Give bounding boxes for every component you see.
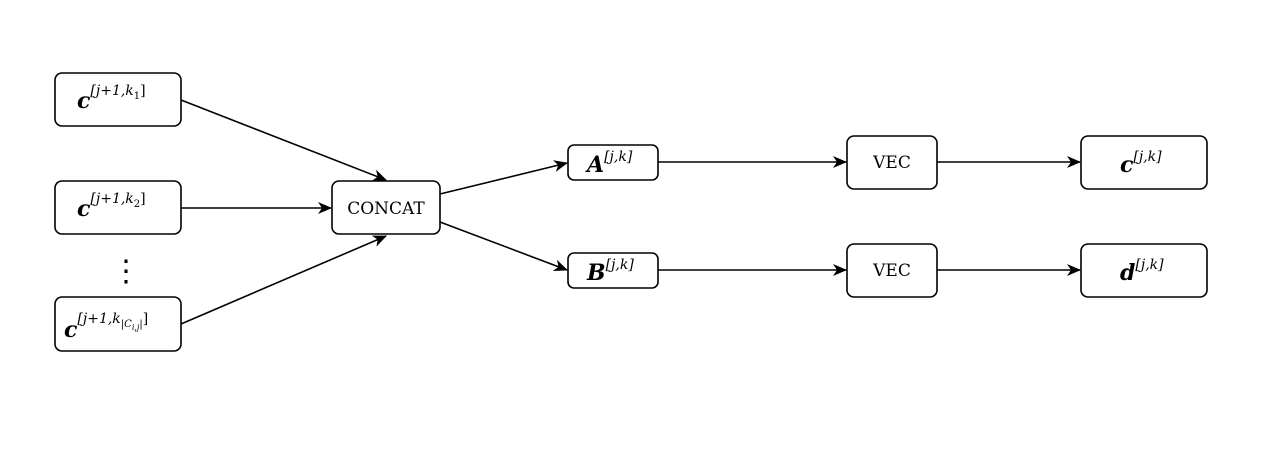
node-vec-2: VEC: [846, 243, 938, 298]
node-vec-1: VEC: [846, 135, 938, 190]
node-A: A[j,k]: [567, 144, 659, 181]
vec-2-label: VEC: [872, 261, 911, 281]
edge-concat-B: [439, 221, 568, 272]
edge-cn-concat: [180, 235, 387, 325]
node-B: B[j,k]: [567, 252, 659, 289]
node-c-k2-label: c[j+1,k2]: [77, 191, 146, 222]
node-d-out-label: d[j,k]: [1120, 257, 1164, 286]
node-c-k1-label: c[j+1,k1]: [77, 83, 146, 114]
node-c-kn-label: c[j+1,k|Ci,j|]: [64, 311, 148, 343]
concat-label: CONCAT: [347, 199, 425, 219]
vertical-ellipsis: ⋮: [111, 254, 141, 289]
edge-c1-concat: [180, 99, 387, 181]
node-c-kn: c[j+1,k|Ci,j|]: [54, 296, 182, 352]
edge-concat-A: [439, 160, 568, 195]
node-c-k2: c[j+1,k2]: [54, 180, 182, 235]
node-concat: CONCAT: [331, 180, 441, 235]
node-c-k1: c[j+1,k1]: [54, 72, 182, 127]
node-B-label: B[j,k]: [586, 257, 634, 286]
vec-1-label: VEC: [872, 153, 911, 173]
node-d-out: d[j,k]: [1080, 243, 1208, 298]
node-c-out: c[j,k]: [1080, 135, 1208, 190]
node-A-label: A[j,k]: [585, 149, 633, 178]
node-c-out-label: c[j,k]: [1120, 149, 1162, 178]
